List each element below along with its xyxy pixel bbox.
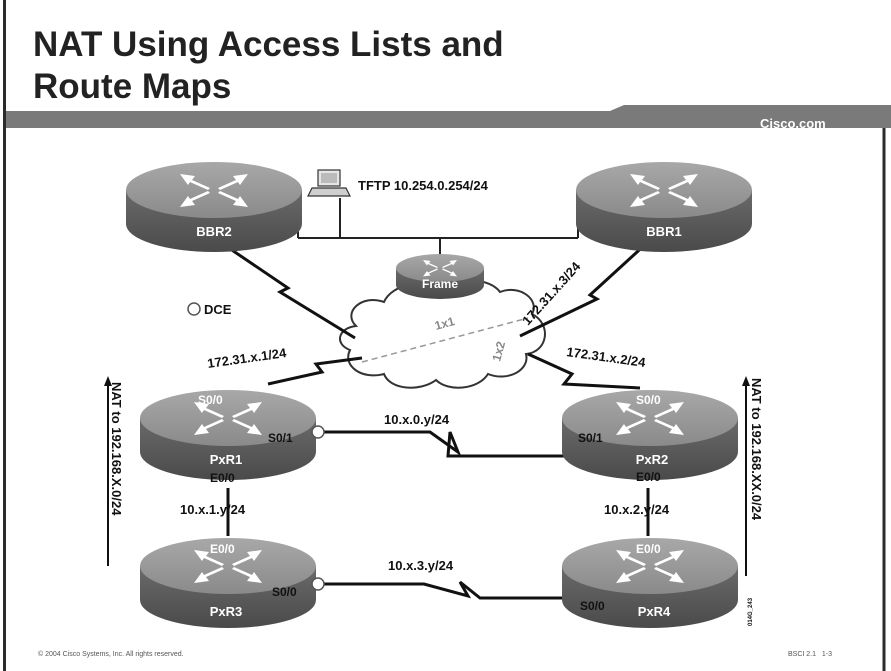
router-label-bbr1: BBR1	[646, 224, 681, 239]
dce-marker-pxr1	[311, 425, 325, 439]
router-pxr4	[562, 538, 738, 628]
subnet-label-pxr1-pxr3: 10.x.1.y/24	[180, 502, 246, 517]
dce-legend-label: DCE	[204, 302, 232, 317]
serial-link-bbr1-cloud	[519, 240, 650, 338]
router-pxr3	[140, 538, 316, 628]
router-frame	[396, 254, 484, 299]
serial-link-pxr1-pxr2	[318, 430, 580, 458]
title-line-2: Route Maps	[33, 67, 232, 106]
copyright-notice: © 2004 Cisco Systems, Inc. All rights re…	[38, 651, 184, 658]
dce-marker-pxr3	[311, 577, 325, 591]
router-bbr2	[126, 162, 302, 252]
course-code: BSCI 2.1	[788, 651, 817, 658]
pvc-label-1x1: 1x1	[433, 314, 456, 333]
nat-arrow-left	[104, 376, 112, 566]
pvc-label-1x2: 1x2	[489, 339, 508, 362]
ethernet-lan	[297, 198, 579, 260]
figure-id: 014G_243	[748, 597, 754, 626]
router-label-bbr2: BBR2	[196, 224, 231, 239]
interface-label-pxr2-s00: S0/0	[636, 393, 661, 407]
subnet-label-pxr1-pxr2: 10.x.0.y/24	[384, 412, 450, 427]
subnet-label-pxr1-cloud: 172.31.x.1/24	[206, 345, 288, 371]
tftp-server-label: TFTP 10.254.0.254/24	[358, 178, 489, 193]
serial-link-pxr1-cloud	[267, 356, 363, 386]
tftp-server-icon	[307, 169, 351, 197]
router-pxr2	[562, 390, 738, 480]
router-bbr1	[576, 162, 752, 252]
nat-label-left: NAT to 192.168.X.0/24	[109, 382, 124, 516]
brand-label: Cisco.com	[760, 116, 826, 131]
router-label-frame: Frame	[422, 277, 458, 291]
serial-link-bbr2-cloud	[219, 240, 356, 340]
interface-label-pxr3-e00: E0/0	[210, 542, 235, 556]
pvc-line	[361, 317, 529, 363]
serial-link-pxr2-cloud	[527, 352, 641, 390]
router-label-pxr3: PxR3	[210, 604, 243, 619]
interface-label-pxr4-e00: E0/0	[636, 542, 661, 556]
nat-arrow-right	[742, 376, 750, 576]
page-title: NAT Using Access Lists and Route Maps	[33, 24, 593, 108]
interface-label-pxr2-e00: E0/0	[636, 470, 661, 484]
subnet-label-pxr2-pxr4: 10.x.2.y/24	[604, 502, 670, 517]
header-bar	[6, 105, 891, 128]
serial-link-pxr3-pxr4	[318, 580, 578, 600]
interface-label-pxr4-s00: S0/0	[580, 599, 605, 613]
subnet-label-pxr2-cloud: 172.31.x.2/24	[566, 344, 648, 370]
router-label-pxr4: PxR4	[638, 604, 671, 619]
title-line-1: NAT Using Access Lists and	[33, 25, 504, 64]
subnet-label-pxr3-pxr4: 10.x.3.y/24	[388, 558, 454, 573]
subnet-label-bbr1-cloud: 172.31.x.3/24	[519, 258, 584, 328]
interface-label-pxr1-s01: S0/1	[268, 431, 293, 445]
page-index: 1-3	[821, 651, 832, 658]
interface-label-pxr3-s00: S0/0	[272, 585, 297, 599]
page-number: BSCI 2.1 1-3	[788, 651, 832, 658]
dce-legend-icon	[187, 302, 201, 316]
router-label-pxr1: PxR1	[210, 452, 243, 467]
router-pxr1	[140, 390, 316, 480]
interface-label-pxr1-e00: E0/0	[210, 471, 235, 485]
interface-label-pxr2-s01: S0/1	[578, 431, 603, 445]
interface-label-pxr1-s00: S0/0	[198, 393, 223, 407]
nat-label-right: NAT to 192.168.XX.0/24	[749, 378, 764, 521]
router-label-pxr2: PxR2	[636, 452, 669, 467]
slide-left-border	[3, 0, 6, 671]
